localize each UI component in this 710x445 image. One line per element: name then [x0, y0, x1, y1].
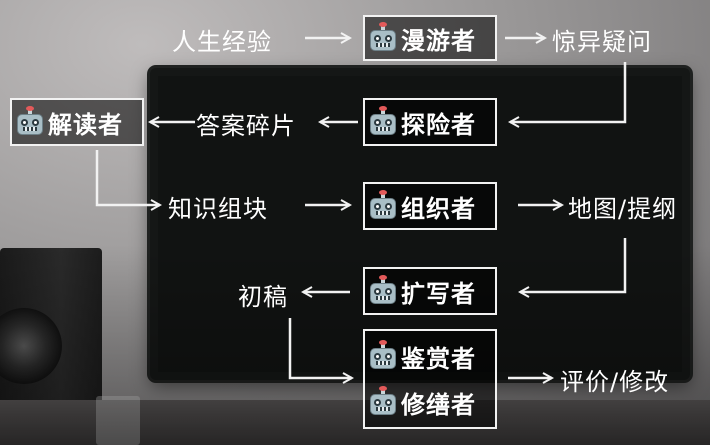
robot-face-icon — [369, 275, 397, 304]
node-explorer: 探险者 — [363, 98, 497, 146]
node-label: 漫游者 — [401, 26, 476, 55]
arrow-draft-to-appreciator — [288, 318, 352, 378]
node-label: 探险者 — [401, 110, 476, 139]
robot-face-icon — [369, 190, 397, 219]
arrow-map-to-expander — [520, 238, 627, 292]
robot-face-icon — [369, 386, 397, 415]
label-draft: 初稿 — [238, 283, 288, 311]
node-organizer: 组织者 — [363, 182, 497, 230]
label-life-experience: 人生经验 — [172, 28, 272, 56]
node-appreciator-reviser: 鉴赏者 修缮者 — [363, 329, 497, 429]
node-label: 扩写者 — [401, 279, 476, 308]
node-label: 解读者 — [48, 110, 123, 139]
cup — [96, 396, 140, 445]
robot-face-icon — [369, 22, 397, 51]
node-expander: 扩写者 — [363, 267, 497, 315]
label-map-outline: 地图/提纲 — [568, 195, 678, 223]
label-knowledge-chunks: 知识组块 — [168, 195, 268, 223]
arrow-reader-to-chunks — [95, 150, 160, 205]
node-wanderer: 漫游者 — [363, 15, 497, 61]
robot-face-icon — [16, 106, 44, 135]
node-label: 修缮者 — [401, 390, 476, 419]
robot-face-icon — [369, 106, 397, 135]
node-label: 组织者 — [401, 194, 476, 223]
label-answer-fragments: 答案碎片 — [196, 112, 296, 140]
label-surprise-question: 惊异疑问 — [552, 28, 652, 56]
desk — [0, 400, 710, 445]
label-review-edit: 评价/修改 — [560, 368, 670, 396]
node-label: 鉴赏者 — [401, 344, 476, 373]
arrow-question-to-explorer — [510, 62, 627, 122]
robot-face-icon — [369, 340, 397, 369]
node-reader: 解读者 — [10, 98, 144, 146]
